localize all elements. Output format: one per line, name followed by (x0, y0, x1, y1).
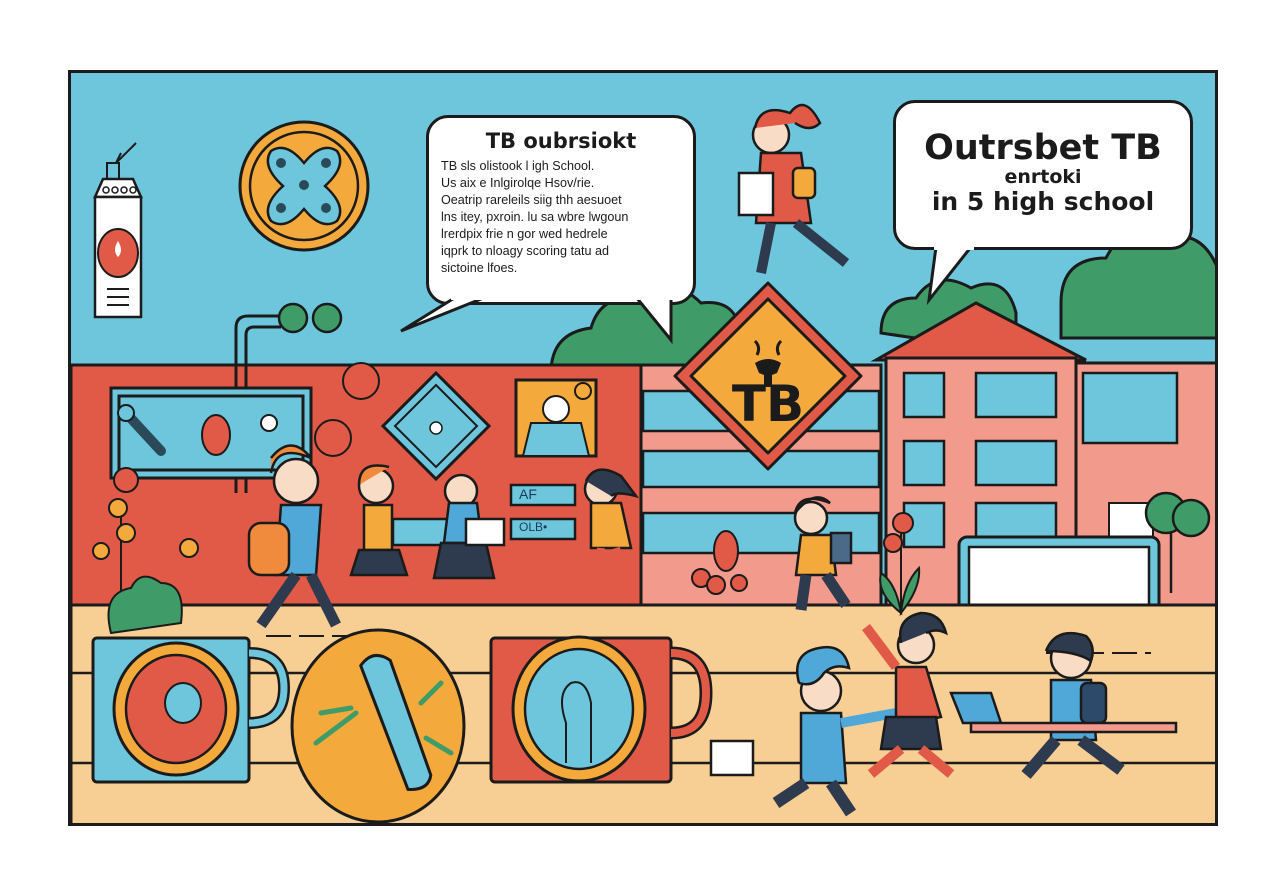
cell-icon (201, 414, 231, 456)
blood-test-kit-icon (93, 142, 143, 319)
bubble-body: TB sls olistook l igh School. Us aix е I… (441, 158, 681, 277)
wall-label-af: AF (519, 486, 537, 502)
small-tree (1144, 491, 1211, 593)
background-trees (549, 229, 1215, 375)
students (247, 103, 1125, 817)
hand-cup-icon (489, 635, 713, 784)
bubble-line: sictoine lfoes. (441, 261, 518, 275)
speech-bubble-info: TB oubrsiokt TB sls olistook l igh Schoo… (426, 115, 696, 305)
flower-red (879, 512, 921, 617)
headline-line2: enrtoki (1004, 166, 1082, 188)
cell-cup-icon (91, 636, 291, 784)
bubble-line: Oeatrip rareleils siig thh aesuoet (441, 193, 622, 207)
doctor-portrait-icon (514, 378, 598, 458)
hand-icon (561, 681, 592, 763)
hazard-diamond-icon (380, 370, 492, 482)
bacteria-cross-icon (238, 120, 370, 252)
warning-sign-text: TB (731, 375, 805, 433)
bubble-line: lrerdpix frie n gor wed hedrele (441, 227, 608, 241)
bubble-line: lns itey, pxroin. lu sa wbre lwgoun (441, 210, 629, 224)
bubble-line: Us aix е Inlgirolqe Hsov/rie. (441, 176, 595, 190)
headline-line3: in 5 high school (931, 187, 1155, 216)
bubble-tail-right (926, 245, 975, 305)
bubble-line: iqprk to nloagy scoring tatu ad (441, 244, 610, 258)
speech-bubble-headline: Outrsbet TB enrtoki in 5 high school (893, 100, 1193, 250)
bull-head-icon (753, 339, 783, 356)
wall-label-olb: OLB• (519, 520, 548, 534)
bubble-line: TB sls olistook l igh School. (441, 159, 595, 173)
microscope-lens-icon (234, 302, 343, 493)
germs (691, 530, 748, 595)
test-tube-icon (117, 404, 166, 456)
flowers-left (92, 467, 199, 635)
bubble-tail-left (400, 295, 676, 345)
tb-warning-sign (673, 281, 863, 471)
bubble-title: TB oubrsiokt (485, 129, 637, 153)
illustration-frame: TB oubrsiokt TB sls olistook l igh Schoo… (68, 70, 1218, 826)
headline-line1: Outrsbet TB (924, 128, 1162, 168)
bacillus-icon (290, 628, 466, 823)
